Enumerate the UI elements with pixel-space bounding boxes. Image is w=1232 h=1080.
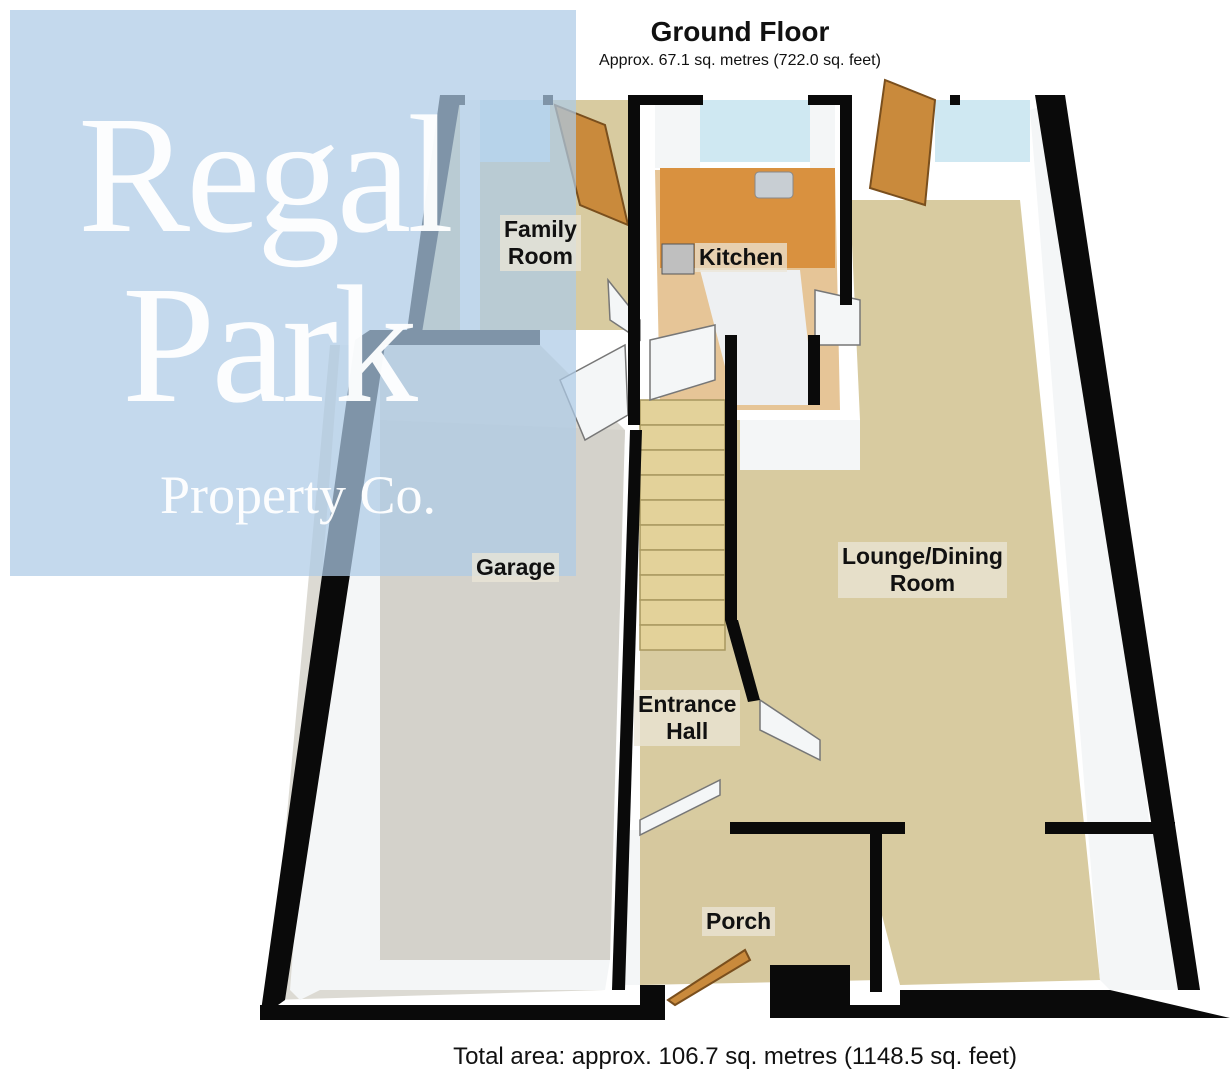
room-label-lounge-dining: Lounge/Dining Room (838, 542, 1007, 598)
floor-title: Ground Floor (650, 16, 830, 47)
kitchen-sink (754, 171, 794, 199)
logo-line-company: Property Co. (160, 465, 436, 525)
logo-line-park: Park (122, 252, 418, 438)
walls (260, 95, 1230, 1020)
kitchen-hob (661, 243, 695, 275)
total-area: Total area: approx. 106.7 sq. metres (11… (453, 1043, 1017, 1070)
room-label-porch: Porch (702, 907, 776, 936)
floor-area-subtitle: Approx. 67.1 sq. metres (722.0 sq. feet) (599, 52, 881, 69)
room-label-family-room: Family Room (500, 215, 581, 271)
logo-line-regal: Regal (78, 82, 454, 268)
staircase (639, 399, 726, 651)
glazed-doors (559, 277, 861, 837)
room-label-entrance-hall: Entrance Hall (634, 690, 741, 746)
room-label-garage: Garage (472, 553, 560, 582)
room-label-kitchen: Kitchen (695, 243, 788, 272)
logo-watermark: Regal Park Property Co. (10, 10, 576, 576)
